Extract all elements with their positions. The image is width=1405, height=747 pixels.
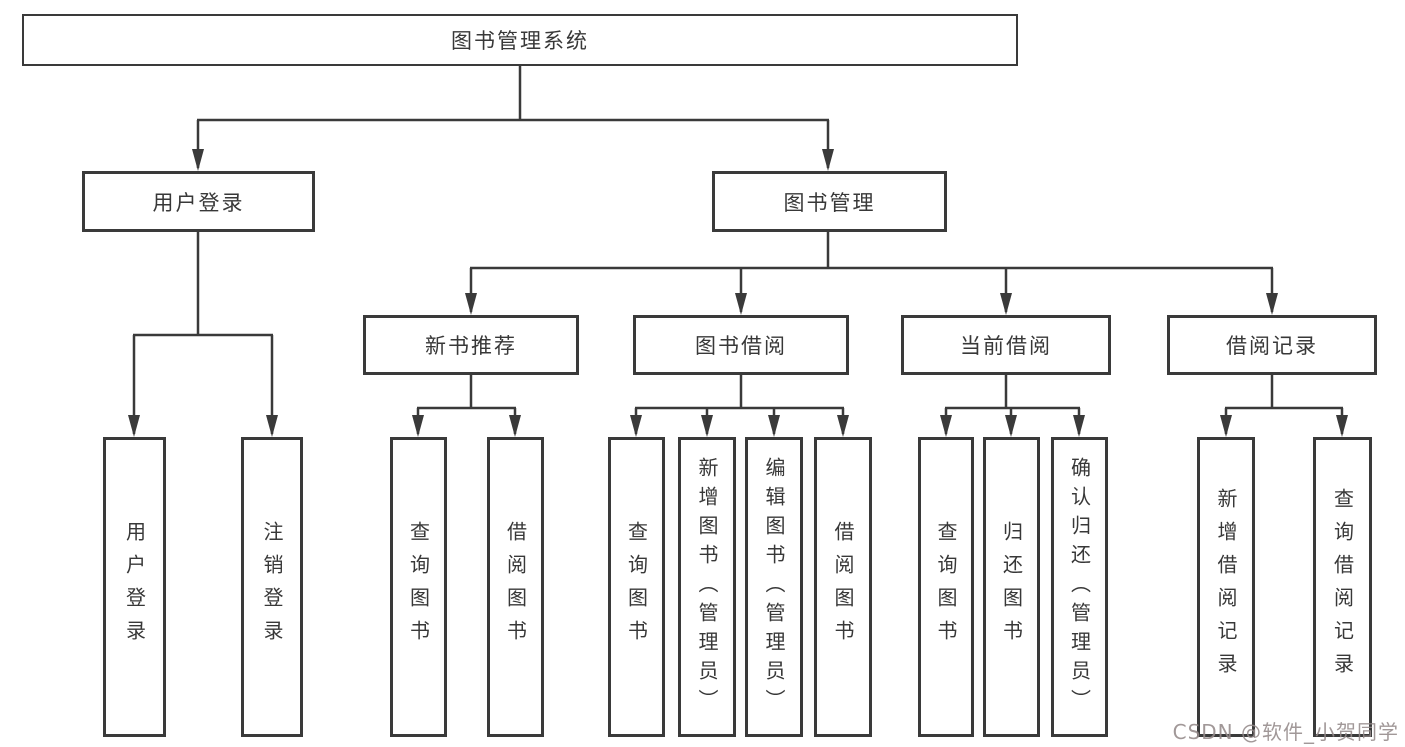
node-book-management: 图书管理	[712, 171, 947, 232]
leaf-add-borrow-record: 新增借阅记录	[1197, 437, 1255, 737]
leaf-user-login-label: 用户登录	[122, 521, 147, 653]
leaf-query-books: 查询图书	[390, 437, 447, 737]
leaf-borrow-books: 借阅图书	[814, 437, 872, 737]
node-borrowing-records-label: 借阅记录	[1226, 334, 1318, 358]
node-root: 图书管理系统	[22, 14, 1018, 66]
node-user-login-label: 用户登录	[152, 190, 245, 215]
leaf-return-books: 归还图书	[983, 437, 1040, 737]
leaf-query-books-label: 查询图书	[624, 521, 649, 653]
leaf-return-books-label: 归还图书	[999, 521, 1024, 653]
leaf-add-books-admin: 新增图书（管理员）	[678, 437, 736, 737]
node-new-book-recommend-label: 新书推荐	[425, 334, 517, 358]
leaf-confirm-return-admin: 确认归还（管理员）	[1051, 437, 1108, 737]
leaf-query-borrow-record: 查询借阅记录	[1313, 437, 1372, 737]
leaf-borrow-books-label: 借阅图书	[503, 521, 528, 653]
leaf-borrow-books-label: 借阅图书	[831, 521, 855, 653]
node-current-borrowing-label: 当前借阅	[960, 334, 1052, 358]
leaf-edit-books-admin: 编辑图书（管理员）	[745, 437, 803, 737]
leaf-logout-label: 注销登录	[260, 521, 284, 653]
node-root-label: 图书管理系统	[451, 29, 589, 53]
leaf-query-books-label: 查询图书	[406, 521, 431, 653]
node-book-management-label: 图书管理	[783, 190, 876, 215]
leaf-borrow-books: 借阅图书	[487, 437, 544, 737]
node-borrowing-records: 借阅记录	[1167, 315, 1377, 375]
leaf-user-login: 用户登录	[103, 437, 166, 737]
leaf-query-borrow-record-label: 查询借阅记录	[1330, 488, 1355, 686]
leaf-confirm-return-admin-label: 确认归还（管理员）	[1067, 456, 1092, 718]
node-book-borrowing: 图书借阅	[633, 315, 849, 375]
leaf-query-books-label: 查询图书	[934, 521, 958, 653]
leaf-add-borrow-record-label: 新增借阅记录	[1214, 488, 1238, 686]
node-new-book-recommend: 新书推荐	[363, 315, 579, 375]
node-book-borrowing-label: 图书借阅	[695, 334, 787, 358]
leaf-query-books: 查询图书	[608, 437, 665, 737]
leaf-query-books: 查询图书	[918, 437, 974, 737]
node-user-login: 用户登录	[82, 171, 315, 232]
arrowheads	[128, 149, 1348, 437]
node-current-borrowing: 当前借阅	[901, 315, 1111, 375]
leaf-add-books-admin-label: 新增图书（管理员）	[695, 456, 719, 718]
csdn-watermark: CSDN @软件_小贺同学	[1172, 720, 1399, 744]
leaf-logout: 注销登录	[241, 437, 303, 737]
leaf-edit-books-admin-label: 编辑图书（管理员）	[762, 456, 786, 718]
